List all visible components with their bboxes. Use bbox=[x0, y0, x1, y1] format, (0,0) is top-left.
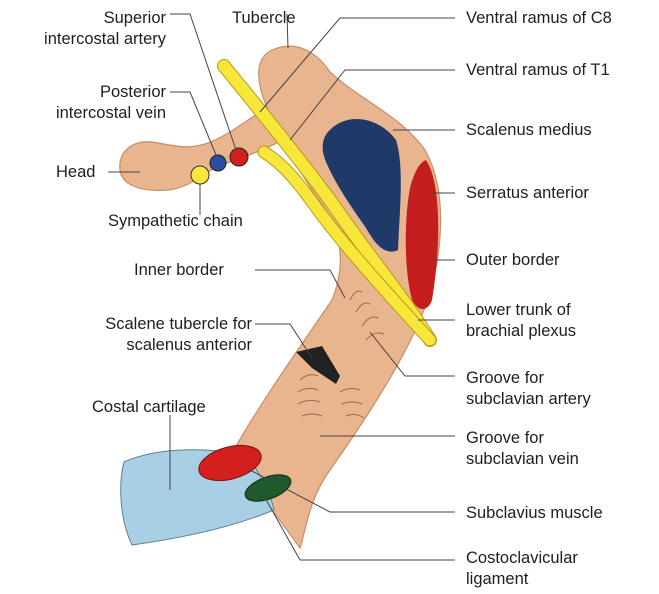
label-groove-subclavian-vein: Groove for subclavian vein bbox=[466, 428, 579, 470]
label-subclavius-muscle: Subclavius muscle bbox=[466, 503, 603, 524]
label-groove-subclavian-artery: Groove for subclavian artery bbox=[466, 368, 591, 410]
posterior-intercostal-vein-circle bbox=[210, 155, 226, 171]
label-ventral-ramus-t1: Ventral ramus of T1 bbox=[466, 60, 610, 81]
label-lower-trunk-brachial-plexus: Lower trunk of brachial plexus bbox=[466, 300, 576, 342]
label-posterior-intercostal-vein: Posterior intercostal vein bbox=[40, 82, 166, 124]
label-costoclavicular-ligament: Costoclavicular ligament bbox=[466, 548, 578, 590]
label-sympathetic-chain: Sympathetic chain bbox=[108, 211, 243, 232]
label-head: Head bbox=[56, 162, 95, 183]
label-scalenus-medius: Scalenus medius bbox=[466, 120, 592, 141]
superior-intercostal-artery-circle bbox=[230, 148, 248, 166]
label-serratus-anterior: Serratus anterior bbox=[466, 183, 589, 204]
label-superior-intercostal-artery: Superior intercostal artery bbox=[40, 8, 166, 50]
label-inner-border: Inner border bbox=[134, 260, 224, 281]
label-costal-cartilage: Costal cartilage bbox=[92, 397, 206, 418]
label-scalene-tubercle: Scalene tubercle for scalenus anterior bbox=[60, 314, 252, 356]
sympathetic-chain-circle bbox=[191, 166, 209, 184]
label-ventral-ramus-c8: Ventral ramus of C8 bbox=[466, 8, 612, 29]
label-tubercle: Tubercle bbox=[232, 8, 296, 29]
label-outer-border: Outer border bbox=[466, 250, 560, 271]
